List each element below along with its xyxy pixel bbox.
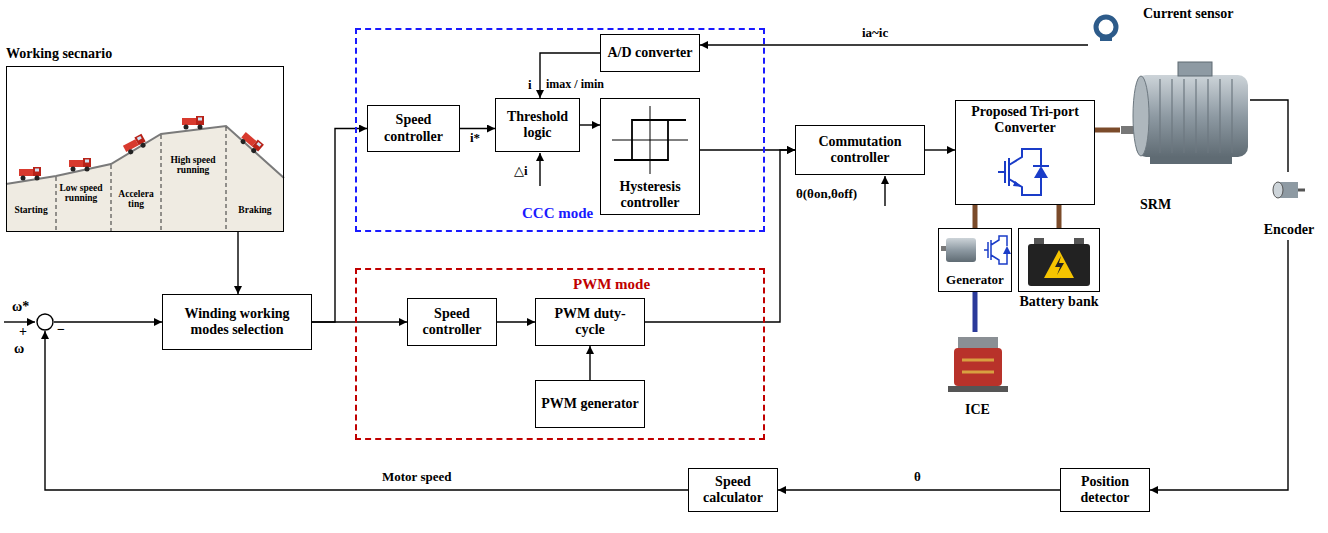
motor-node: SRM	[1120, 55, 1250, 215]
connector	[540, 53, 600, 98]
process-box: Threshold logic	[495, 98, 580, 152]
node-label: Threshold logic	[501, 109, 574, 141]
hysteresis-symbol	[612, 106, 688, 174]
node-label: Generator	[946, 273, 1004, 288]
process-box: Speed controller	[407, 298, 497, 346]
connector	[973, 292, 978, 332]
node-label: PWM generator	[541, 396, 639, 412]
signal-arrow	[4, 153, 885, 322]
connector	[700, 44, 1088, 45]
signal-label: θ(θon,θoff)	[796, 187, 857, 201]
node-label: Position detector	[1066, 474, 1144, 506]
sensor-node: Current sensor	[1088, 4, 1268, 50]
connector	[497, 321, 535, 322]
connector	[45, 331, 688, 490]
mode-group: CCC mode Speed controller Threshold logic A…	[355, 28, 765, 232]
node-label: Commutation controller	[801, 134, 919, 166]
node-label: CCC mode	[522, 205, 593, 222]
edge-label: θ	[912, 470, 923, 484]
current-sensor-icon	[1096, 17, 1116, 41]
scenario-illustration	[6, 116, 284, 231]
connector	[312, 321, 407, 322]
node-label: −	[57, 322, 65, 338]
converter-box: Proposed Tri-port Converter	[955, 100, 1095, 205]
edge-label: ia~ic	[860, 26, 890, 40]
edge-label: i*	[468, 131, 482, 145]
connector	[460, 128, 495, 129]
process-box: Commutation controller	[795, 125, 925, 175]
signal-label: imax / imin	[546, 78, 604, 91]
connector	[1250, 100, 1288, 172]
motor-picture	[1121, 62, 1248, 164]
node-label: Speed calculator	[694, 474, 772, 506]
generator-picture	[941, 236, 1011, 264]
mode-group: PWM modeSpeed controller PWM duty-cyclePW…	[355, 268, 765, 440]
stage-label: Braking	[230, 206, 280, 216]
process-box: Hysteresis controller	[600, 98, 700, 215]
stage-label: High speed running	[164, 156, 222, 176]
process-box: Speed calculator	[688, 468, 778, 512]
stage-label: Accelera ting	[113, 190, 159, 210]
node-label: SRM	[1140, 197, 1171, 213]
signal-label: △i	[514, 164, 528, 178]
node-label: Proposed Tri-port Converter	[960, 104, 1090, 136]
node-label: Speed controller	[413, 306, 491, 338]
connector	[1057, 205, 1062, 228]
node-label: PWM mode	[573, 276, 650, 293]
node-label: Speed controller	[373, 112, 454, 144]
stage-label: Starting	[8, 206, 54, 216]
process-box: Position detector	[1060, 468, 1150, 512]
connector	[580, 124, 600, 125]
connector	[1095, 128, 1120, 133]
process-box: PWM generator	[535, 380, 645, 428]
connector	[973, 205, 978, 228]
connector	[645, 150, 795, 322]
node-label: ICE	[965, 402, 990, 418]
node-label: Encoder	[1264, 222, 1315, 238]
connector	[925, 149, 955, 150]
node-label: +	[19, 324, 27, 340]
connector	[778, 489, 1060, 490]
node-label: Current sensor	[1143, 6, 1233, 22]
stage-label: Low speed running	[58, 184, 104, 204]
engine-picture	[948, 337, 1008, 392]
source-box: Generator	[938, 228, 1012, 292]
edge-label: Motor speed	[380, 470, 453, 484]
node-label: Hysteresis controller	[605, 179, 695, 211]
process-box: Speed controller	[367, 105, 460, 152]
igbt-symbol	[998, 149, 1049, 195]
connector	[237, 232, 238, 294]
summing-junction: +−	[36, 313, 54, 331]
source-box: Battery bank	[1018, 228, 1100, 292]
encoder-node: Encoder	[1258, 172, 1320, 240]
node-label: Battery bank	[1019, 294, 1099, 310]
process-box: A/D converter	[600, 34, 700, 72]
process-box: Winding working modes selection	[162, 294, 312, 350]
signal-label: ω	[14, 342, 24, 357]
connector	[312, 129, 367, 323]
node-label: Winding working modes selection	[168, 306, 306, 338]
encoder-icon	[1273, 182, 1305, 198]
connector	[54, 321, 162, 322]
connector	[1150, 240, 1288, 490]
battery-picture	[1028, 238, 1090, 286]
signal-label: ω*	[12, 300, 29, 315]
edge-label: i	[526, 78, 534, 92]
process-box: PWM duty-cycle	[535, 298, 645, 346]
node-label: PWM duty-cycle	[541, 306, 639, 338]
node-label: A/D converter	[607, 45, 692, 61]
junction-outline	[36, 313, 54, 331]
connector	[589, 346, 590, 380]
node-label: Working secnario	[6, 46, 112, 62]
engine-node: ICE	[945, 332, 1010, 420]
